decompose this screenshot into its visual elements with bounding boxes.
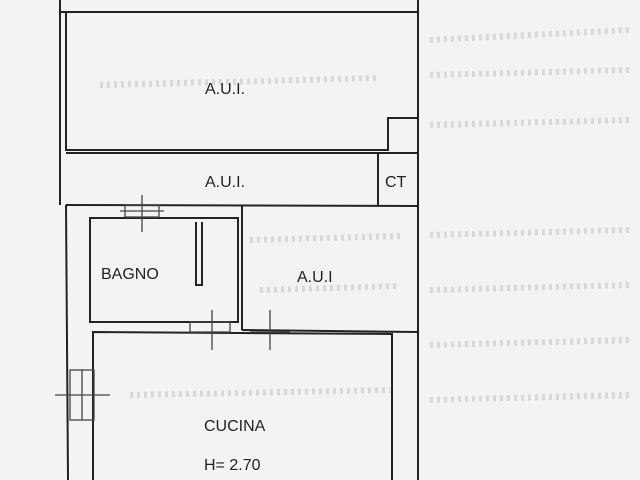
- room-label-bagno: BAGNO: [101, 266, 159, 283]
- room-label-cucina: CUCINA: [204, 418, 266, 435]
- room-label-aui-middle: A.U.I.: [205, 174, 245, 191]
- room-label-ct: CT: [385, 174, 407, 191]
- door-window-marks: [55, 195, 290, 421]
- walls: [59, 0, 419, 480]
- room-label-aui-right: A.U.I: [297, 269, 333, 286]
- background-bleed-text: [99, 27, 631, 403]
- room-label-aui-top: A.U.I.: [205, 81, 245, 98]
- ceiling-height-label: H= 2.70: [204, 457, 261, 474]
